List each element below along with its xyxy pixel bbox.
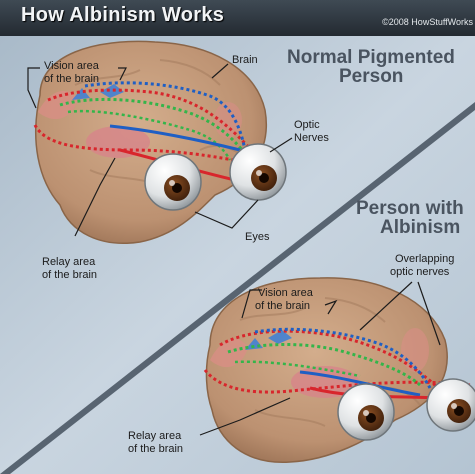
overlapping-label-line2: optic nerves (390, 266, 450, 278)
brain-label: Brain (232, 54, 258, 66)
title-bar: How Albinism Works ©2008 HowStuffWorks (0, 0, 475, 38)
albinism-diagram: Vision area of the brain Brain Optic Ner… (0, 36, 475, 474)
normal-heading-line1: Normal Pigmented (287, 47, 455, 68)
page-title: How Albinism Works (21, 4, 224, 27)
bottom-relay-area-label-line2: of the brain (128, 443, 183, 455)
overlapping-label-line1: Overlapping (395, 253, 454, 265)
bottom-left-eye (338, 384, 394, 440)
bottom-relay-area-label-line1: Relay area (128, 430, 182, 442)
relay-area-label-line1: Relay area (42, 256, 96, 268)
optic-nerves-label-line1: Optic (294, 119, 320, 131)
eyes-label: Eyes (245, 231, 270, 243)
albinism-heading-line1: Person with (356, 198, 464, 219)
optic-nerves-label-line2: Nerves (294, 132, 329, 144)
bottom-vision-area-label-line2: of the brain (255, 300, 310, 312)
top-right-eye (230, 144, 286, 200)
bottom-right-eye (427, 379, 475, 431)
vision-area-label-line1: Vision area (44, 60, 100, 72)
normal-heading-line2: Person (339, 66, 403, 87)
relay-area-label-line2: of the brain (42, 269, 97, 281)
copyright-credit: ©2008 HowStuffWorks (382, 17, 473, 27)
vision-area-label-line2: of the brain (44, 73, 99, 85)
bottom-vision-area-label-line1: Vision area (258, 287, 314, 299)
top-left-eye (145, 154, 201, 210)
albinism-heading-line2: Albinism (380, 217, 460, 238)
